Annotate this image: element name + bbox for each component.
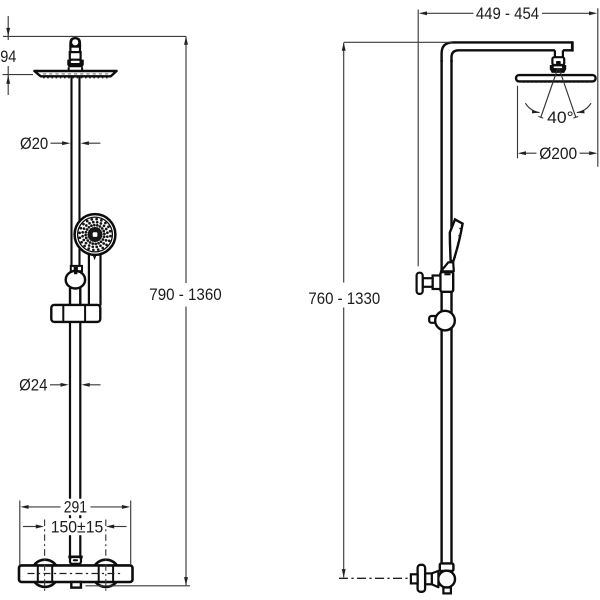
svg-text:Ø200: Ø200 <box>539 145 577 163</box>
svg-text:291: 291 <box>64 499 87 517</box>
svg-text:40°: 40° <box>547 109 574 127</box>
svg-text:Ø24: Ø24 <box>19 376 47 394</box>
svg-text:94: 94 <box>0 48 16 66</box>
svg-text:449 - 454: 449 - 454 <box>476 5 539 23</box>
svg-text:790 - 1360: 790 - 1360 <box>149 286 221 304</box>
svg-text:150±15: 150±15 <box>51 518 104 536</box>
svg-text:Ø20: Ø20 <box>20 135 48 153</box>
svg-text:760 - 1330: 760 - 1330 <box>308 290 380 308</box>
